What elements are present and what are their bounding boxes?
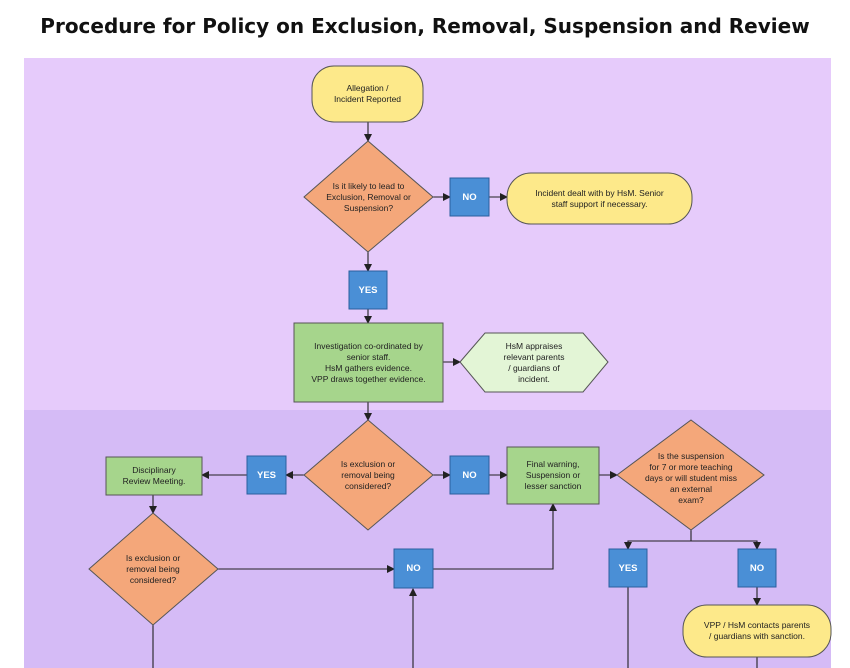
no-tag-3-label: NO [406, 563, 421, 574]
investigation-process [293, 322, 444, 403]
no-tag-2 [449, 455, 490, 495]
decision-exclusion-removal-2 [88, 512, 219, 626]
disciplinary-review-process [105, 456, 203, 496]
decision-suspension-length [616, 419, 765, 531]
appraise-parents-label: HsM appraises relevant parents / guardia… [503, 340, 565, 384]
start-terminal [311, 65, 424, 123]
yes-tag-3 [608, 548, 648, 588]
yes-tag-3-label: YES [618, 562, 638, 574]
decision-likely-exclusion-label: Is it likely to lead to Exclusion, Remov… [326, 180, 411, 213]
yes-tag-2-label: YES [256, 469, 276, 481]
dealt-by-hsm-label: Incident dealt with by HsM. Senior staff… [535, 187, 664, 209]
yes-tag-1-label: YES [358, 284, 378, 296]
contacts-parents-label: VPP / HsM contacts parents / guardians w… [703, 620, 811, 641]
start-label: Allegation / Incident Reported [333, 83, 402, 104]
no-tag-3 [393, 548, 434, 589]
yes-tag-1 [348, 270, 388, 310]
yes-tag-2 [246, 455, 287, 495]
no-tag-1 [449, 177, 490, 217]
no-tag-4-label: NO [749, 562, 765, 574]
disciplinary-review-label: Disciplinary Review Meeting. [122, 465, 186, 486]
no-tag-2-label: NO [462, 469, 477, 481]
final-warning-label: Final warning, Suspension or lesser sanc… [524, 459, 582, 491]
appraise-parents-note [459, 332, 609, 393]
dealt-by-hsm-terminal [506, 172, 693, 225]
no-tag-1-label: NO [462, 191, 477, 203]
decision-exclusion-removal [303, 419, 434, 531]
decision-exclusion-removal-label: Is exclusion or removal being considered… [340, 458, 396, 491]
no-tag-4 [737, 548, 777, 588]
final-warning-process [506, 446, 600, 505]
decision-suspension-length-label: Is the suspension for 7 or more teaching… [644, 450, 738, 505]
contacts-parents-terminal [682, 604, 832, 658]
decision-likely-exclusion [303, 140, 434, 253]
page-title: Procedure for Policy on Exclusion, Remov… [40, 14, 810, 38]
decision-exclusion-removal-2-label: Is exclusion or removal being considered… [125, 552, 181, 585]
investigation-label: Investigation co-ordinated by senior sta… [311, 340, 426, 384]
